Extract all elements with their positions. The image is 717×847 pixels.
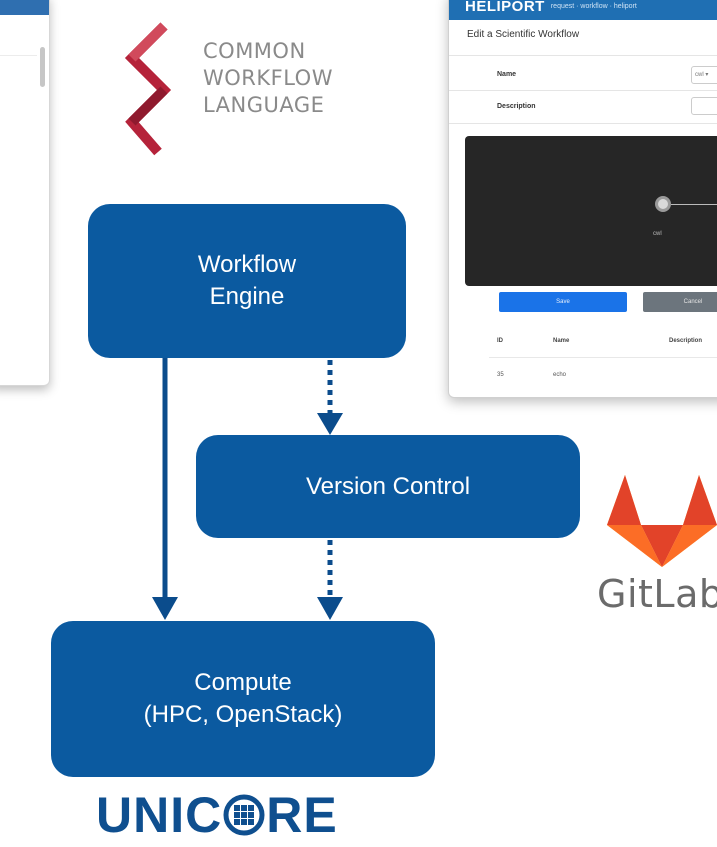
left-screenshot-header [0,0,49,15]
version-control-node[interactable]: Version Control [196,435,580,538]
page-title: Edit a Scientific Workflow [467,29,580,40]
unicore-logo: UNIC RE [96,785,338,845]
unicore-prefix: UNIC [96,787,223,843]
workflow-node[interactable] [655,196,671,212]
cwl-line-workflow: WORKFLOW [203,66,333,90]
version-control-label: Version Control [305,472,471,500]
workflow-engine-label-line1: Workflow [197,251,297,278]
workflow-canvas[interactable] [465,136,717,286]
cwl-line-common: COMMON [203,39,306,63]
cwl-line-language: LANGUAGE [203,93,325,117]
table-header-name: Name [553,338,570,344]
table-cell-id: 35 [497,372,504,378]
workflow-node-label: cwl [653,231,662,237]
globe-icon [223,794,265,836]
compute-label-line2: (HPC, OpenStack) [143,701,343,728]
name-label: Name [497,71,517,78]
table-divider [489,357,717,358]
workflow-engine-label-line2: Engine [209,283,285,310]
heliport-screenshot: HELIPORT request · workflow · heliport E… [448,0,717,398]
form-divider [449,90,717,91]
table-cell-name[interactable]: echo [553,372,567,378]
unicore-suffix: RE [266,787,338,843]
form-divider [449,123,717,124]
description-label: Description [497,103,536,110]
left-screenshot [0,0,50,386]
workflow-engine-node[interactable]: Workflow Engine [88,204,406,358]
heliport-header: HELIPORT request · workflow · heliport [449,0,717,20]
name-field[interactable]: cwl ▾ [691,66,717,84]
form-divider [449,55,717,56]
workflow-edge [671,204,717,205]
arrowhead-version-control-to-compute [317,597,343,620]
gitlab-wordmark: GitLab [597,572,717,616]
save-button[interactable]: Save [499,292,627,312]
cancel-button[interactable]: Cancel [643,292,717,312]
left-screenshot-scrollbar [40,47,45,87]
heliport-breadcrumb: request · workflow · heliport [550,3,637,10]
arrowhead-engine-to-version-control [317,413,343,435]
cwl-zigzag-icon [124,22,172,156]
arrowhead-engine-to-compute [152,597,178,620]
table-header-id: ID [497,338,503,344]
list-divider [0,55,37,56]
table-header-description: Description [669,338,703,344]
compute-label-line1: Compute [194,669,292,696]
cwl-wordmark: COMMON WORKFLOW LANGUAGE [203,38,333,119]
compute-node[interactable]: Compute (HPC, OpenStack) [51,621,435,777]
gitlab-fox-icon [607,475,717,567]
heliport-brand[interactable]: HELIPORT [465,0,545,15]
description-field[interactable] [691,97,717,115]
